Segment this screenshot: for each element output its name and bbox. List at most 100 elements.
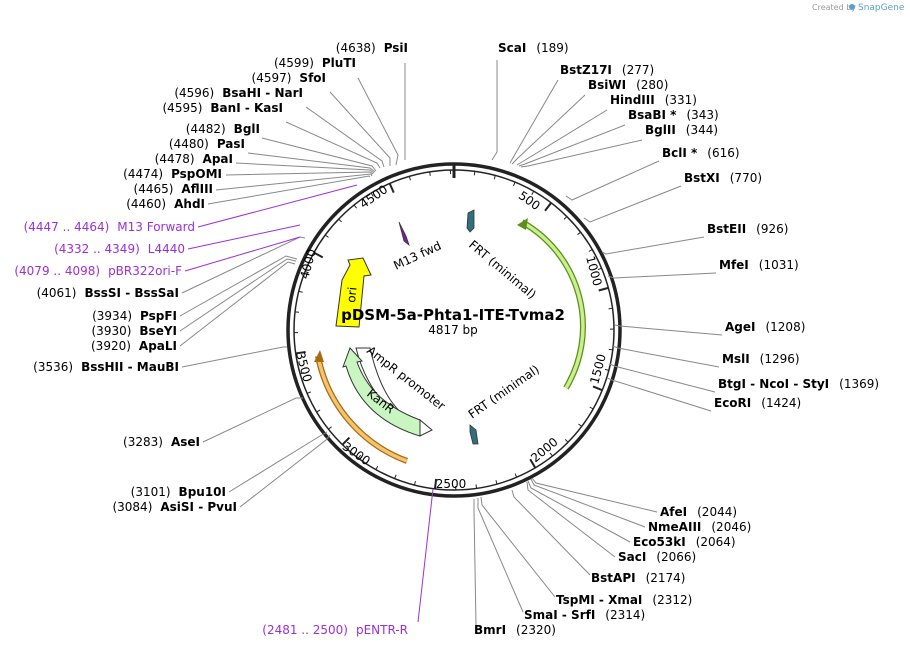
enzyme-bstapi[interactable]: BstAPI(2174): [591, 571, 685, 585]
enzyme-bsabi-pos: (343): [686, 108, 718, 122]
enzyme-bgli[interactable]: BglI(4482): [186, 122, 260, 136]
enzyme-bsahi-name: BsaHI - NarI: [222, 86, 303, 100]
enzyme-leader-bani: [285, 121, 381, 169]
enzyme-pluti[interactable]: PluTI(4599): [274, 56, 356, 70]
tick-mark: [598, 286, 609, 292]
enzyme-asisi-name: AsiSI - PvuI: [160, 500, 237, 514]
enzyme-asei-pos: (3283): [123, 435, 163, 449]
enzyme-bsssi[interactable]: BssSI - BssSaI(4061): [37, 286, 179, 300]
enzyme-leader-bglii: [520, 139, 643, 168]
feature-m13-fwd[interactable]: M13 fwd: [391, 221, 443, 273]
enzyme-leader-bstxi: [583, 185, 682, 223]
enzyme-leader-sfoi: [329, 91, 391, 166]
enzyme-bpu10i[interactable]: Bpu10I(3101): [131, 485, 226, 499]
enzyme-bseyi[interactable]: BseYI(3930): [92, 324, 178, 338]
enzyme-agei[interactable]: AgeI(1208): [725, 320, 805, 334]
feature-ori[interactable]: ori: [335, 257, 372, 328]
enzyme-bstz17i-pos: (277): [622, 63, 654, 77]
enzyme-msli-name: MslI: [722, 352, 750, 366]
enzyme-tspmi-name: TspMI - XmaI: [556, 593, 642, 607]
enzyme-eco53ki-name: Eco53kI: [633, 535, 686, 549]
enzyme-bstapi-name: BstAPI: [591, 571, 636, 585]
enzyme-bsahi[interactable]: BsaHI - NarI (4596): [174, 86, 303, 100]
enzyme-sfoi-name: SfoI: [299, 71, 326, 85]
enzyme-bcli-pos: (616): [707, 146, 739, 160]
enzyme-pspfi[interactable]: PspFI(3934): [92, 309, 177, 323]
tick-mark: [429, 171, 431, 176]
primer-l4440[interactable]: L4440(4332 .. 4349): [54, 242, 185, 256]
feature-m13-fwd-label: M13 fwd: [391, 239, 443, 273]
primer-pentr[interactable]: pENTR-R(2481 .. 2500): [262, 623, 408, 637]
tick-mark: [357, 454, 362, 459]
enzyme-agei-pos: (1208): [765, 320, 805, 334]
enzyme-bsssi-name: BssSI - BssSaI: [84, 286, 179, 300]
enzyme-btgi[interactable]: BtgI - NcoI - StyI(1369): [718, 377, 879, 391]
enzyme-asei[interactable]: AseI (3283): [123, 435, 200, 449]
enzyme-eco53ki[interactable]: Eco53kI(2064): [633, 535, 736, 549]
enzyme-tspmi[interactable]: TspMI - XmaI(2312): [556, 593, 692, 607]
enzyme-leader-bsiwi: [511, 94, 586, 165]
credit-brand[interactable]: SnapGene: [858, 3, 905, 13]
primer-m13fwd[interactable]: M13 Forward(4447 .. 4464): [24, 220, 195, 234]
tick-mark: [608, 307, 613, 310]
enzyme-leader-bsshii: [181, 346, 287, 368]
feature-orange-arc[interactable]: [314, 350, 409, 464]
primer-m13fwd-range: (4447 .. 4464): [24, 220, 110, 234]
enzyme-saci[interactable]: SacI(2066): [618, 550, 696, 564]
enzyme-hindiii[interactable]: HindIII(331): [610, 93, 697, 107]
enzyme-bsshii[interactable]: BssHII - MauBI(3536): [33, 360, 179, 374]
feature-green-arc[interactable]: [517, 218, 586, 390]
enzyme-leader-apai: [235, 162, 375, 174]
enzyme-scai[interactable]: ScaI(189): [498, 41, 569, 55]
feature-frt-2[interactable]: FRT (minimal): [466, 362, 542, 445]
enzyme-bsahi-pos: (4596): [174, 86, 214, 100]
enzyme-leader-apali: [179, 261, 296, 347]
primer-pbr322[interactable]: pBR322ori-F(4079 .. 4098): [14, 264, 182, 278]
enzyme-smai[interactable]: SmaI - SrfI(2314): [524, 608, 645, 622]
enzyme-pasi[interactable]: PasI(4480): [169, 137, 245, 151]
enzyme-bstxi-name: BstXI: [684, 171, 720, 185]
enzyme-bcli[interactable]: BclI *(616): [662, 146, 740, 160]
enzyme-bglii[interactable]: BglII(344): [645, 123, 718, 137]
enzyme-pspomi[interactable]: PspOMI(4474): [123, 167, 222, 181]
enzyme-bsabi[interactable]: BsaBI * (343): [628, 108, 719, 122]
enzyme-leader-agei: [614, 324, 723, 336]
enzyme-bmri-name: BmrI: [474, 623, 506, 637]
enzyme-bstxi[interactable]: BstXI(770): [684, 171, 762, 185]
primer-pbr322-name: pBR322ori-F: [108, 264, 182, 278]
enzyme-mfei-pos: (1031): [759, 258, 799, 272]
enzyme-apali[interactable]: ApaLI(3920): [91, 339, 177, 353]
enzyme-bmri[interactable]: BmrI(2320): [474, 623, 556, 637]
enzyme-nmeaiii-name: NmeAIII: [648, 520, 701, 534]
feature-ori-label: ori: [344, 286, 360, 303]
enzyme-ecori[interactable]: EcoRI(1424): [714, 396, 801, 410]
enzyme-sfoi[interactable]: SfoI(4597): [252, 71, 326, 85]
enzyme-bsabi-name: BsaBI *: [628, 108, 677, 122]
enzyme-bsiwi[interactable]: BsiWI(280): [588, 78, 668, 92]
enzyme-ahdi[interactable]: AhdI(4460): [126, 197, 205, 211]
feature-ampr-kanr[interactable]: AmpR promoter KanR: [342, 343, 448, 437]
enzyme-asisi[interactable]: AsiSI - PvuI(3084): [112, 500, 237, 514]
enzyme-leader-bstz17i: [509, 79, 559, 164]
enzyme-bstz17i[interactable]: BstZ17I(277): [560, 63, 654, 77]
enzyme-pspfi-pos: (3934): [92, 309, 132, 323]
enzyme-leader-pspfi: [179, 255, 298, 317]
enzyme-apai[interactable]: ApaI(4478): [155, 152, 233, 166]
enzyme-leader-bsteii: [601, 236, 705, 255]
enzyme-mfei-name: MfeI: [719, 258, 749, 272]
enzyme-psii[interactable]: PsiI(4638): [336, 41, 408, 55]
enzyme-mfei[interactable]: MfeI (1031): [719, 258, 799, 272]
tick-mark: [295, 350, 306, 355]
enzyme-msli[interactable]: MslI(1296): [722, 352, 800, 366]
enzyme-bsteii[interactable]: BstEII(926): [707, 222, 788, 236]
enzyme-asei-name: AseI: [171, 435, 200, 449]
enzyme-psii-name: PsiI: [384, 41, 408, 55]
tick-mark: [604, 368, 609, 371]
tick-mark: [544, 202, 552, 212]
enzyme-afei[interactable]: AfeI(2044): [660, 505, 737, 519]
enzyme-smai-pos: (2314): [605, 608, 645, 622]
enzyme-afliii-pos: (4465): [134, 182, 174, 196]
enzyme-afliii[interactable]: AflIII(4465): [134, 182, 213, 196]
enzyme-nmeaiii[interactable]: NmeAIII(2046): [648, 520, 751, 534]
enzyme-bani[interactable]: BanI - KasI(4595): [163, 101, 284, 115]
